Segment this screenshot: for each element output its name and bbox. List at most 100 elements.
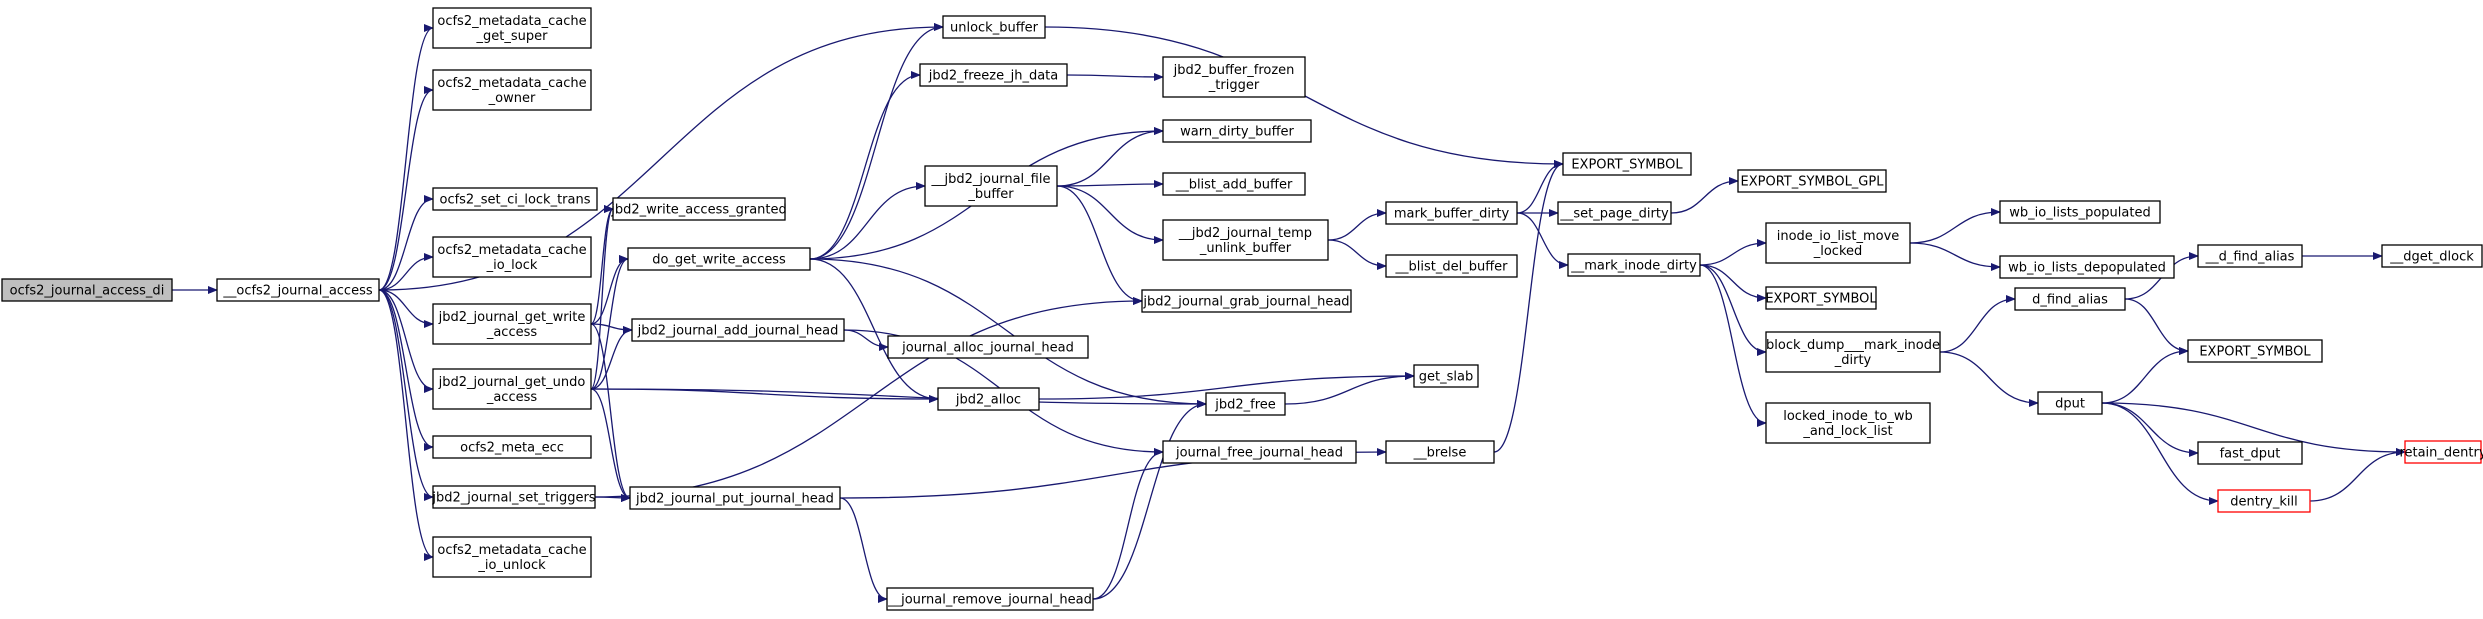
- node-get-super[interactable]: ocfs2_metadata_cache_get_super: [432, 7, 592, 49]
- node-blist-del[interactable]: __blist_del_buffer: [1385, 254, 1518, 278]
- node-jbd2-alloc[interactable]: jbd2_alloc: [937, 387, 1040, 411]
- node-dentry-kill[interactable]: dentry_kill: [2217, 489, 2311, 513]
- edge-ocfs2-journal-access-to-owner: [378, 86, 434, 291]
- node-label: mark_buffer_dirty: [1394, 207, 1510, 222]
- node-box: [1162, 440, 1357, 464]
- node-add-jh[interactable]: jbd2_journal_add_journal_head: [631, 318, 845, 342]
- node-box: [1737, 169, 1887, 193]
- node-box: [1, 278, 173, 302]
- node-box: [1765, 402, 1931, 444]
- node-jbd2-free[interactable]: jbd2_free: [1205, 392, 1286, 416]
- node-box: [886, 587, 1094, 611]
- node-locked-inode[interactable]: locked_inode_to_wb_and_lock_list: [1765, 402, 1931, 444]
- node-label: jbd2_free: [1214, 398, 1276, 413]
- node-label: _unlink_buffer: [1199, 241, 1292, 256]
- node-box: [1162, 172, 1306, 196]
- node-export1[interactable]: EXPORT_SYMBOL: [1562, 152, 1692, 176]
- edge-ocfs2-journal-access-to-io-unlock: [378, 289, 434, 561]
- edge-mark-buffer-dirty-to-mark-inode-dirty: [1516, 212, 1569, 269]
- node-get-write[interactable]: jbd2_journal_get_write_access: [432, 303, 592, 345]
- node-label: journal_free_journal_head: [1175, 446, 1343, 461]
- node-box: [2404, 440, 2482, 464]
- node-brelse[interactable]: __brelse: [1385, 440, 1495, 464]
- node-label: jbd2_write_access_granted: [610, 203, 787, 218]
- node-label: __ocfs2_journal_access: [222, 284, 372, 299]
- node-temp-unlink[interactable]: __jbd2_journal_temp_unlink_buffer: [1162, 219, 1329, 261]
- node-blist-add[interactable]: __blist_add_buffer: [1162, 172, 1306, 196]
- node-label: _io_lock: [486, 258, 538, 273]
- node-dput[interactable]: dput: [2037, 391, 2103, 415]
- node-set-page-dirty[interactable]: __set_page_dirty: [1557, 201, 1672, 225]
- node-d-find-alias[interactable]: __d_find_alias: [2197, 244, 2303, 268]
- node-ocfs2-journal-access[interactable]: __ocfs2_journal_access: [216, 278, 380, 302]
- node-label: __jbd2_journal_temp: [1178, 226, 1312, 241]
- edge-remove-jh-to-jbd2-free: [1092, 400, 1207, 600]
- node-free-jh[interactable]: journal_free_journal_head: [1162, 440, 1357, 464]
- node-label: _locked: [1813, 244, 1863, 259]
- node-io-list-move[interactable]: inode_io_list_move_locked: [1765, 222, 1911, 264]
- node-io-unlock[interactable]: ocfs2_metadata_cache_io_unlock: [432, 536, 592, 578]
- edge-get-undo-to-put-jh: [590, 388, 631, 502]
- node-label: dput: [2055, 397, 2085, 412]
- node-mark-inode-dirty[interactable]: __mark_inode_dirty: [1567, 253, 1701, 277]
- node-label: _io_unlock: [477, 558, 546, 573]
- edge-file-buffer-to-temp-unlink: [1056, 185, 1164, 244]
- node-export3[interactable]: EXPORT_SYMBOL: [2187, 339, 2323, 363]
- node-block-dump[interactable]: block_dump___mark_inode_dirty: [1765, 331, 1941, 373]
- node-box: [1385, 440, 1495, 464]
- node-unlock-buffer[interactable]: unlock_buffer: [942, 15, 1046, 39]
- node-dget-dlock[interactable]: __dget_dlock: [2381, 244, 2483, 268]
- edge-set-page-dirty-to-export-gpl: [1670, 177, 1739, 214]
- edge-remove-jh-to-free-jh: [1092, 448, 1164, 600]
- node-wb-depopulated[interactable]: wb_io_lists_depopulated: [1999, 255, 2175, 279]
- node-remove-jh[interactable]: __journal_remove_journal_head: [886, 587, 1094, 611]
- node-box: [887, 335, 1089, 359]
- node-wb-populated[interactable]: wb_io_lists_populated: [1999, 200, 2161, 224]
- node-fast-dput[interactable]: fast_dput: [2197, 441, 2303, 465]
- node-export-gpl[interactable]: EXPORT_SYMBOL_GPL: [1737, 169, 1887, 193]
- node-io-lock[interactable]: ocfs2_metadata_cache_io_lock: [432, 236, 592, 278]
- node-warn-dirty[interactable]: warn_dirty_buffer: [1162, 119, 1312, 143]
- edge-d-find-alias-to-export3: [2124, 298, 2189, 355]
- node-set-ci-lock[interactable]: ocfs2_set_ci_lock_trans: [432, 187, 598, 211]
- node-file-buffer[interactable]: __jbd2_journal_file_buffer: [924, 165, 1058, 207]
- edge-get-undo-to-jbd2-free: [590, 388, 1207, 408]
- node-export2[interactable]: EXPORT_SYMBOL: [1765, 286, 1877, 310]
- node-box: [1413, 364, 1479, 388]
- node-label: jbd2_buffer_frozen: [1173, 63, 1295, 78]
- node-write-granted[interactable]: jbd2_write_access_granted: [610, 197, 787, 221]
- node-freeze-jh[interactable]: jbd2_freeze_jh_data: [919, 63, 1068, 87]
- node-box: [1162, 119, 1312, 143]
- edge-ocfs2-journal-access-to-meta-ecc: [378, 289, 434, 451]
- node-root[interactable]: ocfs2_journal_access_di: [1, 278, 173, 302]
- edge-mark-inode-dirty-to-block-dump: [1699, 264, 1767, 356]
- node-mark-buffer-dirty[interactable]: mark_buffer_dirty: [1385, 201, 1518, 225]
- edge-do-get-write-to-file-buffer: [809, 182, 926, 260]
- node-owner[interactable]: ocfs2_metadata_cache_owner: [432, 69, 592, 111]
- node-put-jh[interactable]: jbd2_journal_put_journal_head: [629, 486, 841, 510]
- node-get-slab[interactable]: get_slab: [1413, 364, 1479, 388]
- node-grab-jh[interactable]: jbd2_journal_grab_journal_head: [1141, 289, 1352, 313]
- node-box: [1999, 255, 2175, 279]
- edge-jbd2-free-to-get-slab: [1284, 372, 1415, 405]
- node-get-undo[interactable]: jbd2_journal_get_undo_access: [432, 368, 592, 410]
- node-label: __journal_remove_journal_head: [887, 593, 1092, 608]
- node-set-triggers[interactable]: jbd2_journal_set_triggers: [431, 485, 596, 509]
- node-label: __blist_del_buffer: [1395, 260, 1509, 275]
- edge-ocfs2-journal-access-to-get-write: [378, 289, 434, 328]
- node-label: _dirty: [1834, 353, 1872, 368]
- node-d-find-alias[interactable]: d_find_alias: [2014, 287, 2126, 311]
- node-label: EXPORT_SYMBOL: [2199, 345, 2311, 360]
- node-label: __set_page_dirty: [1559, 207, 1669, 222]
- node-label: ocfs2_metadata_cache: [437, 76, 586, 91]
- node-do-get-write[interactable]: do_get_write_access: [627, 247, 811, 271]
- node-box: [2381, 244, 2483, 268]
- node-label: d_find_alias: [2032, 293, 2108, 308]
- node-retain-dentry[interactable]: retain_dentry: [2399, 440, 2483, 464]
- node-alloc-jh[interactable]: journal_alloc_journal_head: [887, 335, 1089, 359]
- node-box: [432, 187, 598, 211]
- node-meta-ecc[interactable]: ocfs2_meta_ecc: [432, 435, 592, 459]
- node-box: [1567, 253, 1701, 277]
- node-frozen-trigger[interactable]: jbd2_buffer_frozen_trigger: [1162, 56, 1306, 98]
